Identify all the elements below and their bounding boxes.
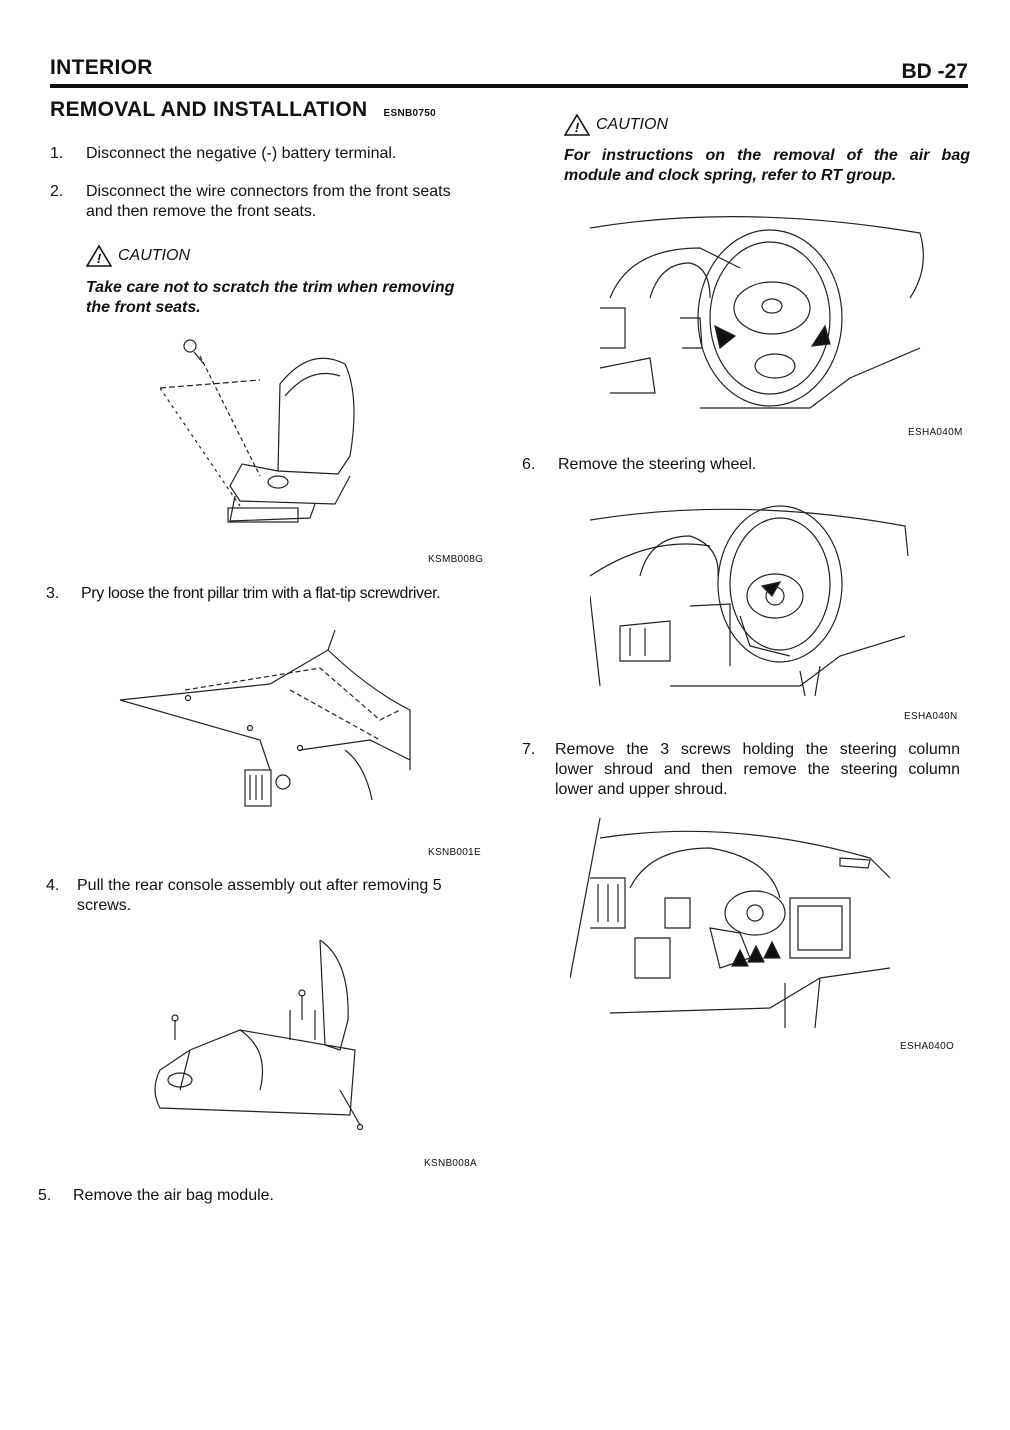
caution-line: the front seats. <box>86 299 201 316</box>
step-number: 2. <box>50 183 64 200</box>
step-number: 6. <box>522 456 536 473</box>
header-rule <box>50 84 968 88</box>
step-text-line: Remove the 3 screws holding the steering… <box>555 741 960 758</box>
front-seat-illustration <box>160 336 370 546</box>
caution-line: For instructions on the removal of the a… <box>564 147 970 164</box>
step-text-line: Pull the rear console assembly out after… <box>77 877 442 894</box>
caution-text: For instructions on the removal of the a… <box>564 146 970 186</box>
figure-code: ESHA040N <box>904 711 958 722</box>
step-text-line: lower shroud and then remove the steerin… <box>555 761 960 778</box>
procedure-title: REMOVAL AND INSTALLATION <box>50 98 368 121</box>
caution-heading: ! CAUTION <box>86 245 190 267</box>
warning-triangle-icon: ! <box>86 245 112 267</box>
step-number: 4. <box>46 877 60 894</box>
step-5: 5. Remove the air bag module. <box>38 1186 498 1208</box>
page-number: BD -27 <box>901 60 968 83</box>
svg-text:!: ! <box>575 120 580 135</box>
step-6: 6. Remove the steering wheel. <box>522 455 962 477</box>
caution-line: module and clock spring, refer to RT gro… <box>564 167 897 184</box>
caution-label: CAUTION <box>596 116 668 133</box>
section-title: INTERIOR <box>50 56 153 79</box>
front-pillar-trim-illustration <box>110 630 430 820</box>
figure-code: ESHA040M <box>908 427 963 438</box>
rear-console-illustration <box>150 940 370 1130</box>
airbag-module-steering-illustration <box>590 208 930 418</box>
step-text-line: screws. <box>77 897 132 914</box>
step-text: Remove the air bag module. <box>73 1187 274 1204</box>
page-header: INTERIOR BD -27 <box>50 56 968 86</box>
step-4: 4. Pull the rear console assembly out af… <box>46 876 506 918</box>
caution-heading: ! CAUTION <box>564 114 668 136</box>
figure-code: KSMB008G <box>428 554 484 565</box>
step-text: Remove the steering wheel. <box>558 456 757 473</box>
step-number: 3. <box>46 585 60 602</box>
step-text: Disconnect the negative (-) battery term… <box>86 145 397 162</box>
steering-column-shroud-illustration <box>570 818 900 1033</box>
step-text-line: Disconnect the wire connectors from the … <box>86 183 451 200</box>
figure-code: KSNB008A <box>424 1158 477 1169</box>
step-text-line: lower and upper shroud. <box>555 781 728 798</box>
figure-code: ESHA040O <box>900 1041 955 1052</box>
warning-triangle-icon: ! <box>564 114 590 136</box>
step-number: 7. <box>522 741 536 758</box>
caution-label: CAUTION <box>118 247 190 264</box>
procedure-code: ESNB0750 <box>383 108 436 119</box>
figure-code: KSNB001E <box>428 847 481 858</box>
step-text: Pry loose the front pillar trim with a f… <box>81 585 441 602</box>
step-3: 3. Pry loose the front pillar trim with … <box>46 584 506 606</box>
caution-line: Take care not to scratch the trim when r… <box>86 279 455 296</box>
caution-text: Take care not to scratch the trim when r… <box>86 278 506 318</box>
step-text-line: and then remove the front seats. <box>86 203 317 220</box>
step-7: 7. Remove the 3 screws holding the steer… <box>522 740 962 804</box>
step-2: 2. Disconnect the wire connectors from t… <box>50 182 500 224</box>
step-1: 1. Disconnect the negative (-) battery t… <box>50 144 500 166</box>
step-number: 5. <box>38 1187 52 1204</box>
procedure-heading: REMOVAL AND INSTALLATION ESNB0750 <box>50 98 436 122</box>
steering-wheel-illustration <box>590 496 920 696</box>
step-number: 1. <box>50 145 64 162</box>
svg-text:!: ! <box>97 251 102 266</box>
